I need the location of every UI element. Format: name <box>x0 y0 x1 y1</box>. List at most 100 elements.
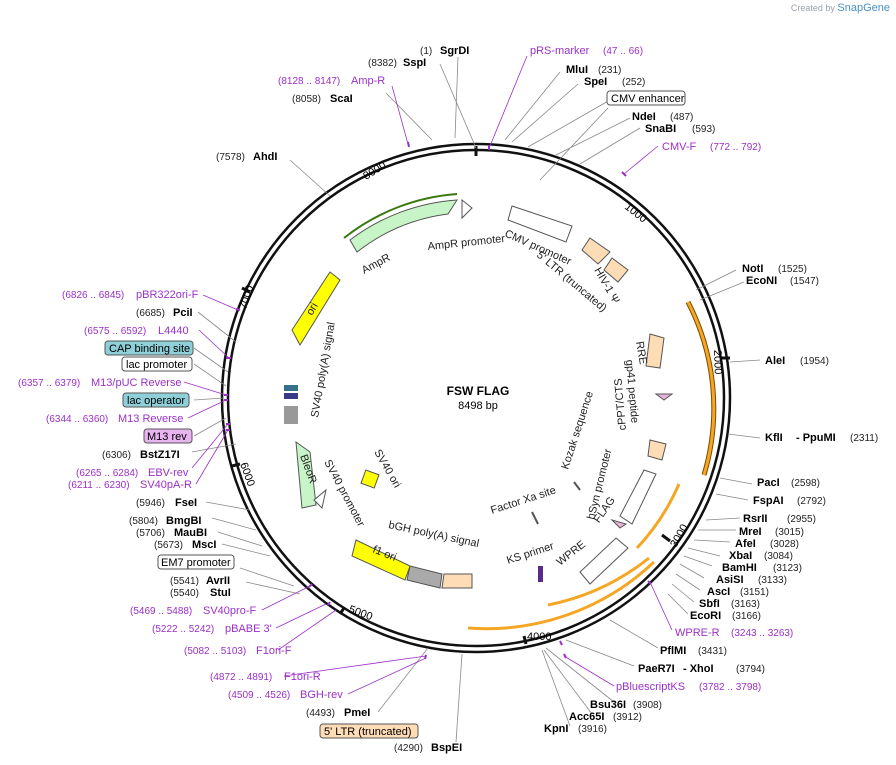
ltr-truncated-box: 5' LTR (truncated) <box>319 723 419 739</box>
site-mlui-name: MluI <box>566 64 588 76</box>
site-maubi-name: MauBI <box>174 527 207 539</box>
backbone-inner <box>226 148 726 648</box>
primer-wpre-r: WPRE-R (3243 .. 3263) <box>675 627 793 639</box>
kozak-label: Kozak sequence <box>559 390 596 471</box>
site-maubi-pos: (5706) <box>136 528 165 539</box>
ampr-orf-line <box>343 193 458 239</box>
sv40-promoter-feature <box>313 488 327 509</box>
primer-pbr322ori-f-name: pBR322ori-F <box>136 289 199 301</box>
primer-m13-puc-reverse-name: M13/pUC Reverse <box>91 377 181 389</box>
primer-cmv-f-name: CMV-F <box>662 141 697 153</box>
primer-m13-puc-reverse: (6357 .. 6379) M13/pUC Reverse <box>18 377 181 389</box>
site-ahdi-name: AhdI <box>253 151 277 163</box>
site-xbai: XbaI (3084) <box>729 550 793 562</box>
site-asisi: AsiSI (3133) <box>716 574 787 586</box>
site-econi-pos: (1547) <box>790 276 819 287</box>
gp41-feature <box>654 393 674 401</box>
site-pflmi-name: PflMI <box>660 645 686 657</box>
site-asci-name: AscI <box>707 586 730 598</box>
primer-prs-marker-pos: (47 .. 66) <box>603 46 643 57</box>
site-bspei-pos: (4290) <box>394 743 423 754</box>
site-paci-pos: (2598) <box>791 478 820 489</box>
site-pflmi-pos: (3431) <box>698 646 727 657</box>
ampr-promoter-label: AmpR promoter <box>427 233 506 253</box>
ruler-label-8000: 8000 <box>361 159 388 182</box>
hsyn-promoter-feature <box>619 469 657 525</box>
em7-promoter-label: EM7 promoter <box>161 557 231 569</box>
site-bamhi: BamHI (3123) <box>722 562 802 574</box>
site-fsei-name: FseI <box>175 497 197 509</box>
site-alei-name: AleI <box>765 355 785 367</box>
wpre-label: WPRE <box>554 539 587 569</box>
site-asisi-pos: (3133) <box>758 575 787 586</box>
rre-feature <box>645 333 665 369</box>
ampr-feature <box>349 199 458 253</box>
site-sgrdi: (1) SgrDI <box>420 45 469 57</box>
site-pmei: (4493) PmeI <box>306 707 370 719</box>
site-snabi-name: SnaBI <box>645 123 676 135</box>
primer-sv40pa-r-name: SV40pA-R <box>140 479 192 491</box>
primer-leader-lines <box>183 55 673 695</box>
primer-pbluescriptks: pBluescriptKS (3782 .. 3798) <box>616 681 761 693</box>
site-ahdi: (7578) AhdI <box>216 151 277 163</box>
site-ndei-pos: (487) <box>670 112 693 123</box>
ks-primer-feature <box>538 566 543 582</box>
site-paci-name: PacI <box>757 477 780 489</box>
site-xhoi-name: - XhoI <box>683 663 714 675</box>
site-ahdi-pos: (7578) <box>216 152 245 163</box>
site-avrii-name: AvrII <box>206 575 230 587</box>
primer-l4440-pos: (6575 .. 6592) <box>84 326 146 337</box>
site-afei-name: AfeI <box>735 538 756 550</box>
ruler-label-7000: 7000 <box>237 284 256 311</box>
site-rsrii: RsrII (2955) <box>743 513 816 525</box>
lac-operator-label: lac operator <box>127 395 185 407</box>
ltr-truncated-label: 5' LTR (truncated) <box>324 726 411 738</box>
site-bsu36i-pos: (3908) <box>633 700 662 711</box>
site-sbfi-name: SbfI <box>699 598 720 610</box>
site-sgrdi-name: SgrDI <box>440 45 469 57</box>
m13-rev-label: M13 rev <box>147 431 187 443</box>
rre-label: RRE <box>633 340 649 365</box>
site-asci-pos: (3151) <box>740 587 769 598</box>
site-noti-name: NotI <box>742 263 763 275</box>
site-ndei-name: NdeI <box>632 111 656 123</box>
site-bsu36i: Bsu36I (3908) <box>590 699 662 711</box>
site-paer7i-pos: (3794) <box>736 664 765 675</box>
wpre-feature <box>579 537 629 585</box>
f1-ori-feature <box>351 539 411 581</box>
primer-pbluescriptks-pos: (3782 .. 3798) <box>699 682 761 693</box>
site-scai: (8058) ScaI <box>292 93 353 105</box>
site-bsu36i-name: Bsu36I <box>590 699 626 711</box>
cap-binding-box: CAP binding site <box>104 340 194 356</box>
factor-xa-feature <box>531 511 539 525</box>
cmv-enhancer-label: CMV enhancer <box>611 93 685 105</box>
primer-sv40pa-r-pos: (6211 .. 6230) <box>68 480 130 491</box>
site-fsei-pos: (5946) <box>136 498 165 509</box>
site-acc65i-pos: (3912) <box>613 712 642 723</box>
primer-bgh-rev: (4509 .. 4526) BGH-rev <box>228 689 343 701</box>
primer-pbabe3-name: pBABE 3' <box>225 623 272 635</box>
site-snabi-pos: (593) <box>692 124 715 135</box>
site-xbai-name: XbaI <box>729 550 752 562</box>
cap-binding-label: CAP binding site <box>109 343 190 355</box>
site-ecori: EcoRI (3166) <box>690 610 761 622</box>
site-spei: SpeI (252) <box>584 76 645 88</box>
primer-f1ori-f: (5082 .. 5103) F1ori-F <box>184 645 292 657</box>
orf-arc-2 <box>635 483 681 550</box>
primer-pbr322ori-f: (6826 .. 6845) pBR322ori-F <box>62 289 199 301</box>
site-fspai-name: FspAI <box>753 495 784 507</box>
primer-f1ori-r-name: F1ori-R <box>284 671 321 683</box>
primer-f1ori-f-pos: (5082 .. 5103) <box>184 646 246 657</box>
site-afei: AfeI (3028) <box>735 538 799 550</box>
ori-label: ori <box>304 301 321 318</box>
primer-m13-reverse: (6344 .. 6360) M13 Reverse <box>46 413 183 425</box>
site-fsei: (5946) FseI <box>136 497 197 509</box>
cmv-promoter-feature <box>507 205 573 243</box>
site-stui: (5540) StuI <box>170 587 231 599</box>
site-mlui-pos: (231) <box>598 65 621 76</box>
site-alei: AleI (1954) <box>765 355 829 367</box>
cppt-label: cPPT/CTS <box>613 378 629 431</box>
primer-prs-marker: pRS-marker (47 .. 66) <box>530 45 643 57</box>
snapgene-logo-text: SnapGene <box>837 2 890 14</box>
site-bmgbi-pos: (5804) <box>129 516 158 527</box>
